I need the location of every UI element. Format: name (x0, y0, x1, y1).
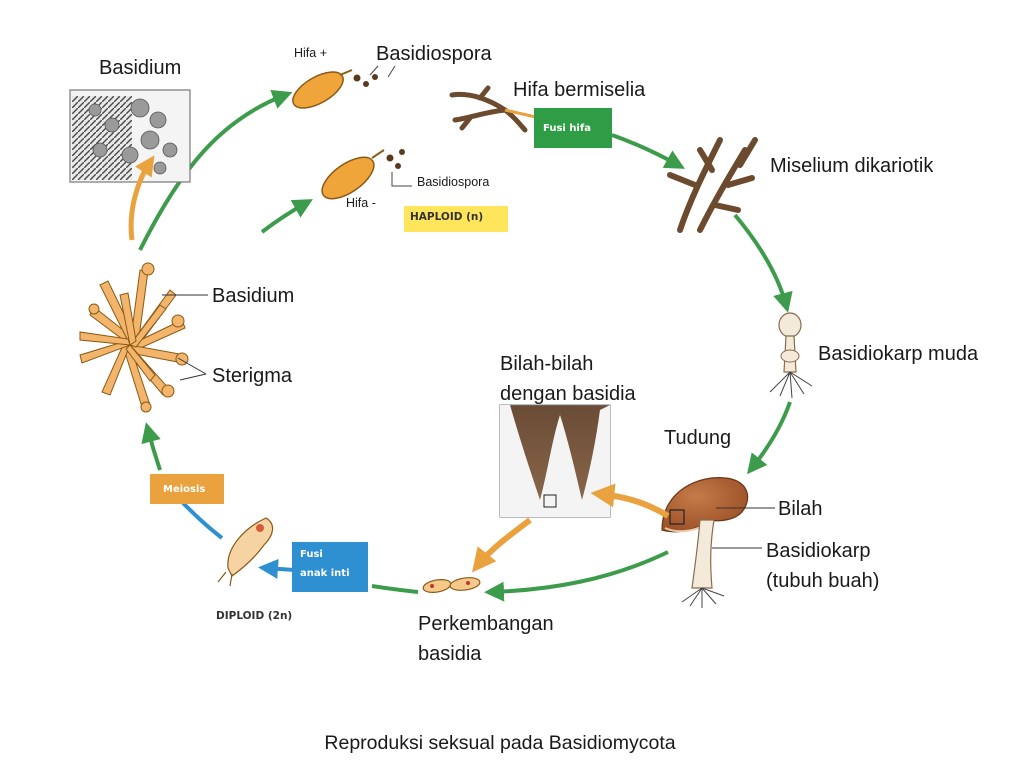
fusi-anak-inti-badge-bg (292, 542, 368, 592)
label-basidiokarp-line1: Basidiokarp (766, 540, 871, 562)
arrow-diploid-to-meiosis (178, 498, 224, 540)
label-basidiospora-small: Basidiospora (417, 175, 490, 189)
label-fusi-anak-inti-line2: anak inti (300, 568, 350, 579)
label-diploid: DIPLOID (2n) (216, 610, 293, 622)
basidium-cluster (79, 262, 208, 413)
dikaryotic-mycelium (667, 137, 758, 233)
label-hifa-bermiselia: Hifa bermiselia (513, 79, 646, 101)
label-bilah-bilah-line1: Bilah-bilah (500, 353, 594, 375)
arrow-to-basidium-cluster (141, 422, 162, 471)
label-basidium-mid: Basidium (212, 285, 295, 307)
haploid-highlight (404, 206, 508, 232)
label-meiosis: Meiosis (163, 484, 206, 495)
pointer-to-gill-micrograph (590, 483, 670, 519)
arrow-to-diploid-cell (258, 558, 295, 579)
label-hifa-plus: Hifa + (294, 46, 328, 60)
pointer-to-micrograph (128, 155, 155, 241)
cycle-arrows (138, 89, 793, 602)
pointer-to-perkembangan (472, 517, 532, 573)
arrow-to-miselium (611, 133, 685, 169)
label-fusi-anak-inti-line1: Fusi (300, 549, 323, 560)
label-bilah: Bilah (778, 498, 823, 520)
label-bilah-bilah-line2: dengan basidia (500, 383, 636, 405)
merging-hyphae (449, 85, 528, 133)
label-basidiokarp-line2: (tubuh buah) (766, 570, 880, 592)
arrow-to-perkembangan-basidia (484, 550, 669, 602)
diploid-basidium (217, 517, 274, 587)
label-basidiospora-top: Basidiospora (376, 43, 492, 65)
arrow-to-hifa-minus (260, 199, 313, 234)
mature-basidiocarp (661, 477, 775, 608)
label-haploid: HAPLOID (n) (410, 211, 484, 223)
label-sterigma: Sterigma (212, 365, 293, 387)
fusi-hifa-badge-bg (534, 108, 612, 148)
label-fusi-hifa: Fusi hifa (543, 123, 591, 134)
label-perkembangan-line1: Perkembangan (418, 613, 554, 635)
spore-hifa-minus (321, 149, 412, 200)
label-miselium-dikariotik: Miselium dikariotik (770, 155, 934, 177)
label-hifa-minus: Hifa - (346, 196, 376, 210)
developing-basidia (422, 577, 481, 593)
label-basidium-top: Basidium (99, 57, 182, 79)
arrow-to-basidiokarp-muda (733, 213, 793, 313)
arrow-to-fusi-anak-inti (371, 584, 419, 594)
young-basidiocarp (769, 312, 813, 399)
gill-micrograph (499, 404, 611, 518)
label-perkembangan-line2: basidia (418, 643, 482, 665)
figure-caption: Reproduksi seksual pada Basidiomycota (324, 732, 676, 754)
label-basidiokarp-muda: Basidiokarp muda (818, 343, 979, 365)
basidium-micrograph (69, 89, 191, 241)
arrow-to-mature-basidiocarp (747, 401, 792, 475)
label-tudung: Tudung (664, 427, 732, 449)
arrow-to-hifa-plus (138, 89, 293, 251)
meiosis-badge-bg (150, 474, 224, 504)
spore-hifa-plus (292, 65, 396, 109)
